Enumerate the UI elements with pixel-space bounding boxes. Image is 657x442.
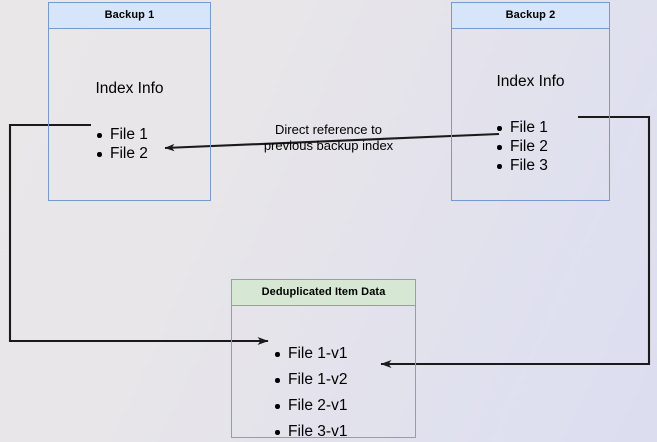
backup-1-index-info-label: Index Info <box>95 80 164 97</box>
list-item: File 1-v2 <box>274 367 347 393</box>
backup-2-header: Backup 2 <box>452 3 609 29</box>
backup-1-body: Index Info File 1 File 2 <box>49 29 210 200</box>
dedup-file-list: File 1-v1 File 1-v2 File 2-v1 File 3-v1 <box>274 341 347 442</box>
list-item: File 1 <box>496 118 548 137</box>
deduplicated-item-data-box: Deduplicated Item Data File 1-v1 File 1-… <box>231 279 416 440</box>
deduplicated-item-data-body: File 1-v1 File 1-v2 File 2-v1 File 3-v1 <box>232 306 415 440</box>
backup-2-body: Index Info File 1 File 2 File 3 <box>452 29 609 200</box>
list-item: File 3-v1 <box>274 419 347 442</box>
list-item: File 3 <box>496 156 548 175</box>
list-item: File 2-v1 <box>274 393 347 419</box>
backup-1-file-list: File 1 File 2 <box>96 125 148 163</box>
backup-2-box: Backup 2 Index Info File 1 File 2 File 3 <box>451 2 610 201</box>
backup-1-box: Backup 1 Index Info File 1 File 2 <box>48 2 211 201</box>
list-item: File 2 <box>496 137 548 156</box>
backup-1-header: Backup 1 <box>49 3 210 29</box>
list-item: File 2 <box>96 144 148 163</box>
direct-reference-label: Direct reference to previous backup inde… <box>256 122 401 154</box>
list-item: File 1-v1 <box>274 341 347 367</box>
backup-2-index-info-label: Index Info <box>496 73 565 90</box>
direct-reference-label-line-1: Direct reference to <box>275 122 382 137</box>
backup-2-file-list: File 1 File 2 File 3 <box>496 118 548 175</box>
direct-reference-label-line-2: previous backup index <box>263 138 394 153</box>
deduplicated-item-data-header: Deduplicated Item Data <box>232 280 415 306</box>
list-item: File 1 <box>96 125 148 144</box>
